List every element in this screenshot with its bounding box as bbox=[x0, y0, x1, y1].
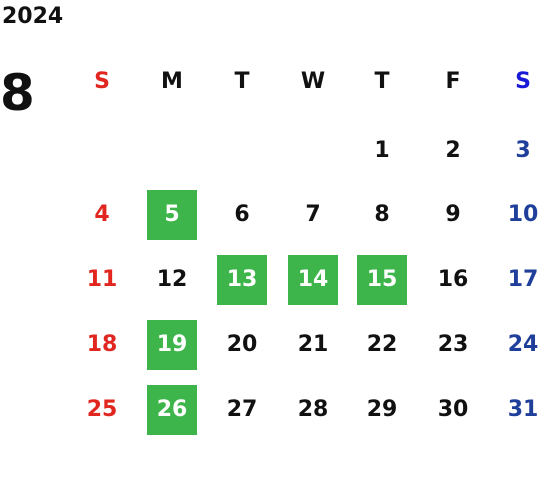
calendar-day[interactable]: 2 bbox=[445, 138, 461, 163]
calendar-day[interactable]: 17 bbox=[507, 267, 539, 292]
calendar-day[interactable]: 24 bbox=[507, 332, 539, 357]
calendar-day[interactable]: 3 bbox=[515, 138, 531, 163]
weekday-header: F bbox=[445, 69, 461, 94]
weekday-header: W bbox=[300, 69, 326, 94]
calendar-day[interactable]: 23 bbox=[437, 332, 469, 357]
calendar-day[interactable]: 22 bbox=[366, 332, 398, 357]
weekday-header: S bbox=[515, 69, 531, 94]
month-label: 8 bbox=[0, 64, 35, 122]
calendar-day[interactable]: 25 bbox=[86, 397, 118, 422]
weekday-header: M bbox=[161, 69, 183, 94]
calendar-day[interactable]: 20 bbox=[226, 332, 258, 357]
highlighted-day[interactable]: 14 bbox=[288, 255, 338, 305]
calendar-day[interactable]: 12 bbox=[156, 267, 188, 292]
weekday-header: S bbox=[94, 69, 110, 94]
calendar-day[interactable]: 8 bbox=[374, 202, 390, 227]
calendar-day[interactable]: 10 bbox=[507, 202, 539, 227]
calendar-day[interactable]: 31 bbox=[507, 397, 539, 422]
highlighted-day[interactable]: 15 bbox=[357, 255, 407, 305]
calendar-day[interactable]: 30 bbox=[437, 397, 469, 422]
calendar-day[interactable]: 6 bbox=[234, 202, 250, 227]
calendar-day[interactable]: 21 bbox=[297, 332, 329, 357]
highlighted-day[interactable]: 5 bbox=[147, 190, 197, 240]
calendar-day[interactable]: 29 bbox=[366, 397, 398, 422]
weekday-header: T bbox=[234, 69, 250, 94]
year-label: 2024 bbox=[2, 4, 64, 29]
calendar-day[interactable]: 4 bbox=[94, 202, 110, 227]
highlighted-day[interactable]: 13 bbox=[217, 255, 267, 305]
calendar-day[interactable]: 27 bbox=[226, 397, 258, 422]
highlighted-day[interactable]: 19 bbox=[147, 320, 197, 370]
weekday-header: T bbox=[374, 69, 390, 94]
calendar-day[interactable]: 16 bbox=[437, 267, 469, 292]
calendar-day[interactable]: 1 bbox=[374, 138, 390, 163]
calendar-day[interactable]: 28 bbox=[297, 397, 329, 422]
highlighted-day[interactable]: 26 bbox=[147, 385, 197, 435]
calendar-day[interactable]: 18 bbox=[86, 332, 118, 357]
calendar-day[interactable]: 11 bbox=[86, 267, 118, 292]
calendar-day[interactable]: 9 bbox=[445, 202, 461, 227]
calendar-day[interactable]: 7 bbox=[305, 202, 321, 227]
